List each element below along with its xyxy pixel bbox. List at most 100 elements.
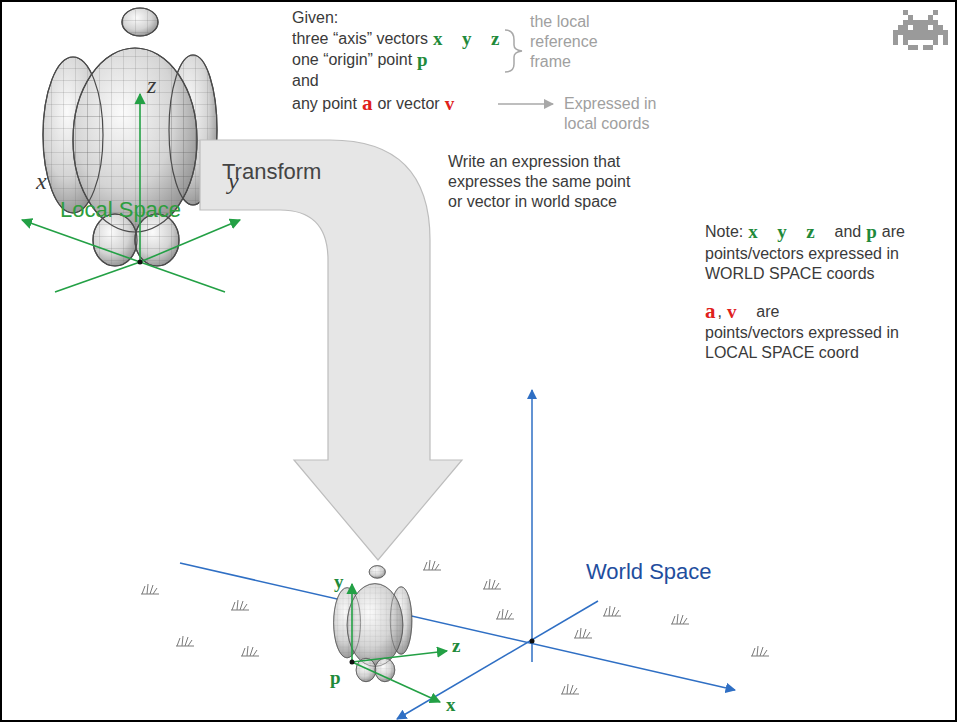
space-title: World Space [586, 558, 712, 586]
grass-tuft [176, 636, 194, 646]
invader-pixel [893, 30, 898, 35]
local-axes-part [138, 260, 143, 265]
invader-pixel [918, 35, 923, 40]
world-model [334, 566, 412, 682]
grass-tuft [561, 684, 579, 694]
grass-tuft [603, 606, 621, 616]
invader-pixel [918, 20, 923, 25]
local-axes-part [139, 94, 141, 262]
invader-pixel [923, 35, 928, 40]
note-text: Note: [705, 222, 743, 242]
invader-pixel [943, 30, 948, 35]
model-frame-axes [350, 584, 448, 702]
note-text: points/vectors expressed in WORLD SPACE … [705, 244, 910, 284]
given-line: and [292, 71, 319, 91]
space-title: Local Space [60, 196, 181, 224]
local-point: a [362, 90, 373, 116]
invader-pixel [933, 35, 938, 40]
pointer-arrow [498, 103, 553, 105]
note-text: are [756, 302, 779, 322]
invader-pixel [903, 40, 908, 45]
invader-pixel [913, 45, 918, 50]
invader-pixel [913, 25, 918, 30]
axis-label: z [147, 70, 156, 100]
grass-tuft [241, 646, 259, 656]
separator: , [718, 302, 722, 322]
world-axes-part [397, 601, 598, 719]
invader-pixel [903, 25, 908, 30]
task-text: Write an expression that expresses the s… [448, 152, 638, 212]
frame-note: the local reference frame [530, 12, 615, 72]
world-axes-part [531, 390, 533, 662]
invader-pixel [913, 30, 918, 35]
local-vector: v⃗ [445, 92, 469, 116]
model-frame-axes-part [350, 660, 355, 665]
invader-pixel [933, 20, 938, 25]
invader-pixel [898, 25, 903, 30]
space-invader-icon [893, 10, 948, 50]
invader-pixel [893, 40, 898, 45]
invader-pixel [908, 35, 913, 40]
note-text: are [882, 222, 905, 242]
world-axes-part [530, 639, 535, 644]
given-line: one “origin” point [292, 50, 412, 70]
local-vector: v⃗ [727, 300, 751, 324]
invader-pixel [913, 35, 918, 40]
arrow-shape [195, 130, 465, 565]
invader-pixel [938, 25, 943, 30]
invader-pixel [923, 45, 928, 50]
invader-pixel [933, 30, 938, 35]
given-line: three “axis” vectors [292, 29, 428, 49]
grass-tuft [671, 614, 689, 624]
axis-label: x⃗ [446, 693, 470, 717]
invader-pixel [933, 25, 938, 30]
invader-pixel [913, 20, 918, 25]
invader-pixel [923, 30, 928, 35]
invader-pixel [908, 15, 913, 20]
invader-pixel [933, 10, 938, 15]
local-axes-part [140, 262, 225, 292]
axis-vectors: x⃗ y⃗ z⃗ [748, 220, 829, 244]
invader-pixel [893, 35, 898, 40]
invader-pixel [923, 25, 928, 30]
given-line: or vector [377, 94, 439, 114]
invader-pixel [943, 40, 948, 45]
invader-pixel [928, 45, 933, 50]
local-axes-part [22, 220, 140, 262]
transform-arrow: Transform [195, 130, 465, 565]
axis-label: y⃗ [334, 570, 358, 594]
axis-label: y [228, 166, 239, 196]
invader-pixel [928, 20, 933, 25]
grass-tuft [231, 600, 249, 610]
local-model [43, 8, 217, 266]
model-frame-axes-part [352, 651, 447, 662]
grass-tuft [751, 646, 769, 656]
note-text: points/vectors expressed in LOCAL SPACE … [705, 323, 910, 363]
axis-label: z⃗ [452, 634, 475, 658]
model-frame-axes-part [351, 584, 353, 662]
grass-tuft [496, 609, 514, 619]
invader-pixel [903, 10, 908, 15]
invader-pixel [923, 20, 928, 25]
invader-pixel [903, 30, 908, 35]
invader-pixel [943, 35, 948, 40]
invader-pixel [903, 20, 908, 25]
invader-pixel [903, 35, 908, 40]
local-point: a [705, 298, 716, 324]
invader-pixel [928, 35, 933, 40]
invader-pixel [908, 45, 913, 50]
grass-tuft [423, 560, 441, 570]
invader-pixel [898, 30, 903, 35]
invader-pixel [918, 25, 923, 30]
axis-vectors: x⃗ y⃗ z⃗ [433, 27, 514, 51]
local-axes-part [55, 262, 140, 292]
note-text: and [835, 222, 862, 242]
grass-tuft [483, 579, 501, 589]
given-heading: Given: [292, 8, 338, 28]
grass-tuft [141, 584, 159, 594]
local-axes-part [140, 220, 240, 262]
origin-point: p [417, 48, 428, 72]
invader-pixel [908, 30, 913, 35]
